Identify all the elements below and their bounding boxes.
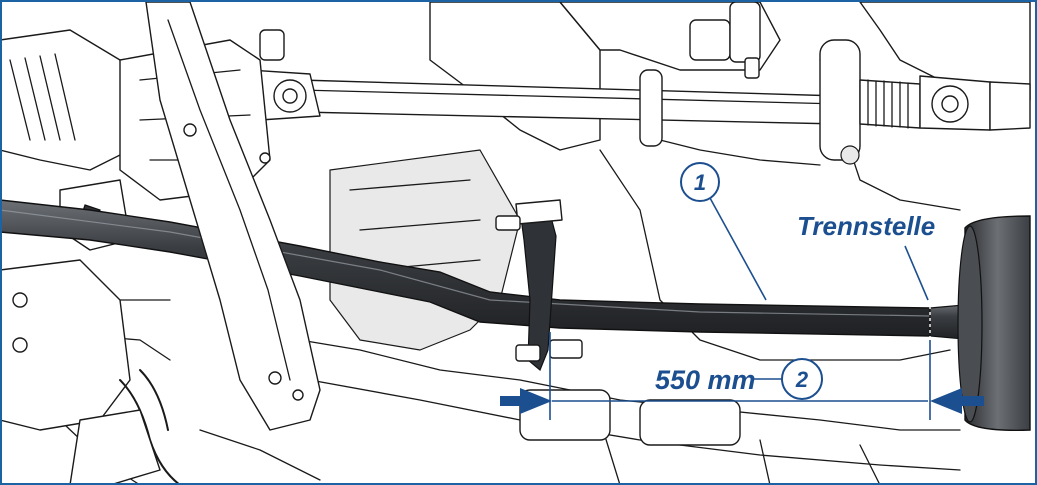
dimension-value: 550 mm [655, 365, 756, 395]
callout-1-leader [709, 197, 767, 301]
dimension-arrow-left [500, 388, 552, 414]
separation-point-label: Trennstelle [797, 211, 935, 241]
dimension-arrow-right [930, 388, 984, 414]
dimension-label-backing [650, 362, 754, 394]
callout-1-number: 1 [694, 170, 706, 195]
callout-2: 2 [781, 358, 823, 400]
drive-shaft [249, 1, 1031, 165]
muffler [957, 215, 1031, 431]
lower-left-components [0, 259, 181, 485]
vertical-crossmember [145, 1, 321, 431]
pipe-hanger [495, 199, 583, 371]
callout-2-number: 2 [795, 367, 809, 392]
callout-1: 1 [680, 162, 720, 202]
separation-leader [904, 245, 929, 301]
